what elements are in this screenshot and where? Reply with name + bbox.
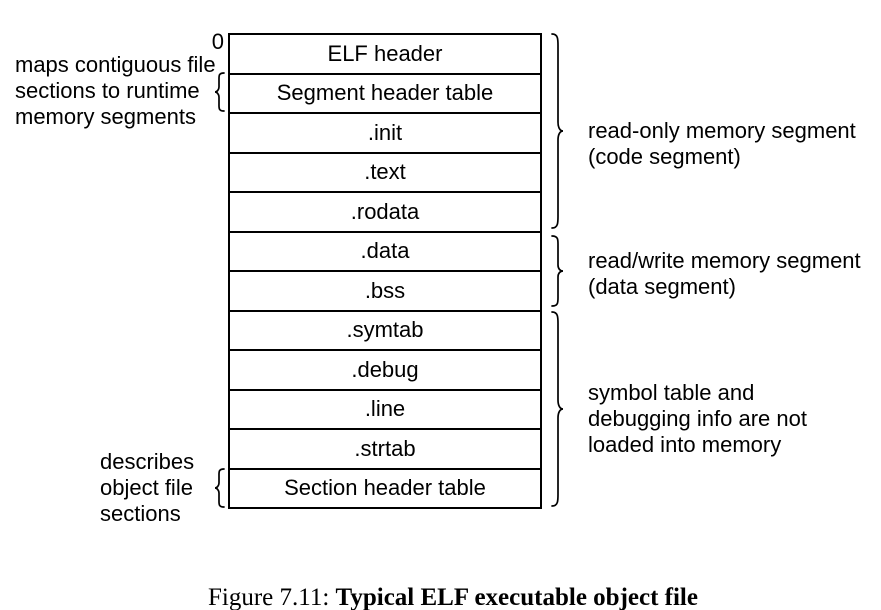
- note-readwrite-segment: read/write memory segment (data segment): [588, 248, 861, 299]
- row-label: .strtab: [354, 435, 416, 461]
- note-maps-segments: maps contiguous file sections to runtime…: [15, 52, 216, 129]
- row-label: .text: [364, 159, 406, 185]
- row-bss: .bss: [230, 272, 540, 312]
- row-label: .debug: [351, 356, 419, 382]
- row-label: .bss: [364, 277, 406, 303]
- caption-title: Typical ELF executable object file: [335, 584, 698, 610]
- note-not-loaded: symbol table and debugging info are not …: [588, 380, 807, 457]
- note-readonly-segment: read-only memory segment (code segment): [588, 118, 856, 169]
- row-label: .data: [360, 238, 410, 264]
- row-debug: .debug: [230, 351, 540, 391]
- row-label: ELF header: [327, 40, 443, 66]
- row-elf-header: ELF header: [230, 35, 540, 75]
- row-strtab: .strtab: [230, 430, 540, 470]
- row-label: Section header table: [284, 475, 486, 501]
- figure-caption: Figure 7.11: Typical ELF executable obje…: [0, 553, 881, 610]
- offset-zero-label: 0: [211, 29, 224, 54]
- row-line: .line: [230, 391, 540, 430]
- row-init: .init: [230, 114, 540, 154]
- row-text: .text: [230, 154, 540, 193]
- row-segment-header-table: Segment header table: [230, 75, 540, 114]
- row-label: .init: [367, 119, 403, 145]
- row-section-header-table: Section header table: [230, 470, 540, 508]
- elf-file-box: ELF header Segment header table .init .t…: [228, 33, 542, 509]
- row-rodata: .rodata: [230, 193, 540, 233]
- row-label: .rodata: [350, 198, 420, 224]
- row-symtab: .symtab: [230, 312, 540, 351]
- right-brace-readonly-segment-icon: [551, 33, 564, 229]
- row-label: .line: [364, 396, 406, 422]
- row-label: .symtab: [346, 317, 424, 343]
- row-data: .data: [230, 233, 540, 272]
- right-brace-readwrite-segment-icon: [551, 235, 564, 307]
- caption-prefix: Figure 7.11:: [208, 584, 336, 610]
- left-brace-section-header-icon: [214, 468, 225, 508]
- left-brace-segment-header-icon: [214, 72, 225, 112]
- right-brace-not-loaded-icon: [551, 311, 564, 507]
- note-describes-sections: describes object file sections: [100, 449, 195, 526]
- row-label: Segment header table: [276, 80, 494, 106]
